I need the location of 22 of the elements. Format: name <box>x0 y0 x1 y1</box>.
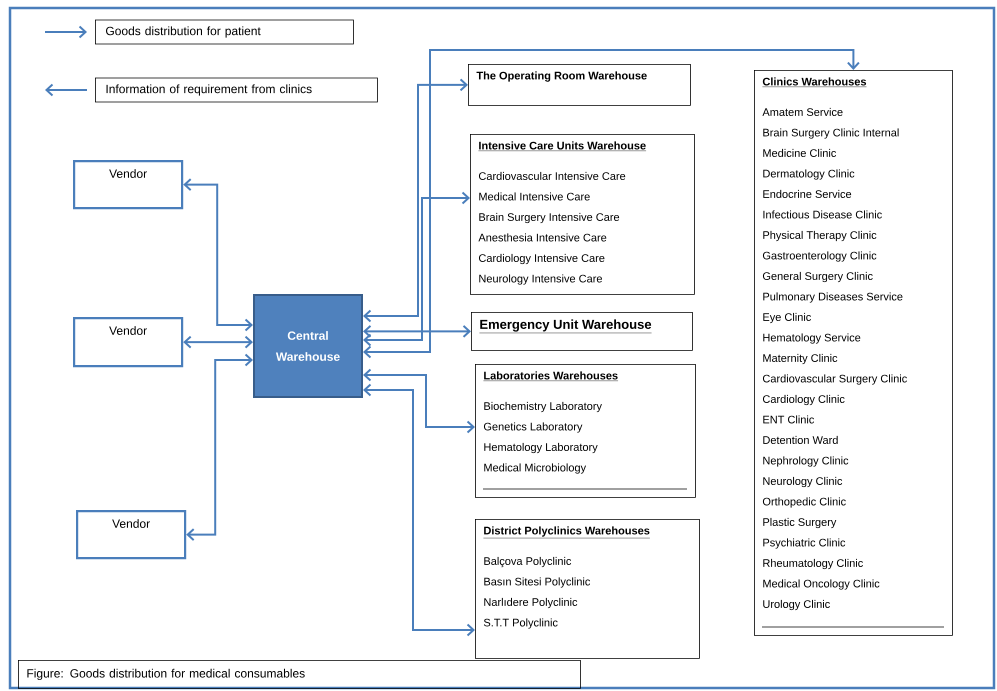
arrow <box>186 354 253 541</box>
warehouse-box: District Polyclinics Warehouses Balçova Polyclinic Basın Sitesi Polyclinic Narlıdere Polyclinic S.T.T Polyclinic <box>475 519 700 659</box>
legend-box: Information of requirement from clinics <box>95 78 378 102</box>
warehouse-box: The Operating Room Warehouse <box>468 64 691 106</box>
warehouse-box: Clinics Warehouses Amatem Service Brain Surgery Clinic Internal Medicine Clinic Dermatology Clinic Endocrine Service Infectious Disease Clinic Physical Therapy Clinic Gastroenterology Clinic General Surgery Clinic Pulmonary Diseases Service Eye Clinic Hematology Service Maternity Clinic Cardiovascular Surgery Clinic Cardiology Clinic ENT Clinic Detention Ward Nephrology Clinic Neurology Clinic Orthopedic Clinic Plastic Surgery Psychiatric Clinic Rheumatology Clinic Medical Oncology Clinic Urology Clinic <box>754 70 953 636</box>
arrow <box>363 78 468 322</box>
caption-box: Figure: Goods distribution for medical consumables <box>18 660 581 689</box>
arrow <box>363 192 470 346</box>
warehouse-box: Intensive Care Units Warehouse Cardiovascular Intensive Care Medical Intensive Care Brain Surgery Intensive Care Anesthesia Intensive Care Cardiology Intensive Care Neurology Intensive Care <box>470 134 695 295</box>
vendor-box: Vendor <box>73 160 184 210</box>
legend-box: Goods distribution for patient <box>95 20 354 44</box>
arrow <box>363 384 475 636</box>
warehouse-box: Emergency Unit Warehouse <box>471 312 693 351</box>
arrow <box>363 368 475 434</box>
arrow <box>363 325 471 338</box>
vendor-box: Vendor <box>73 317 184 368</box>
arrow <box>183 178 253 332</box>
arrow <box>363 49 860 358</box>
warehouse-box: Central Warehouse <box>253 294 363 398</box>
vendor-box: Vendor <box>76 510 186 560</box>
warehouse-box: Laboratories Warehouses Biochemistry Laboratory Genetics Laboratory Hematology Laboratory Medical Microbiology <box>475 364 696 498</box>
arrow <box>183 336 253 348</box>
